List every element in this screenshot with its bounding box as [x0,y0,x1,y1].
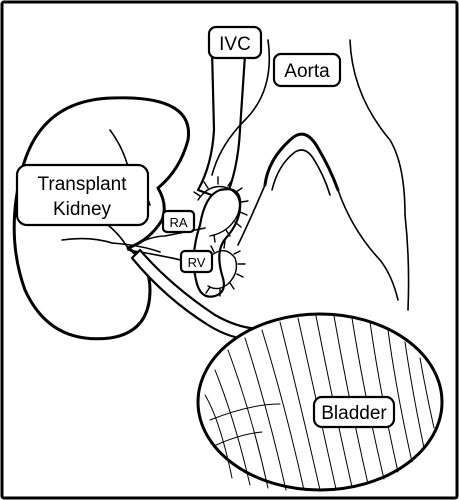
label-renal-artery: RA [161,209,196,234]
label-aorta-text: Aorta [284,61,330,82]
label-renal-vein: RV [179,249,214,274]
iliac-vessel [192,188,242,298]
label-kidney-line2: Kidney [53,199,112,220]
aorta-vessel [211,39,410,311]
label-ivc: IVC [207,25,263,60]
label-bladder: Bladder [312,395,396,429]
label-transplant-kidney: Transplant Kidney [15,163,150,227]
label-ra-text: RA [169,215,187,230]
label-kidney-line1: Transplant [37,174,127,195]
label-bladder-text: Bladder [321,403,387,424]
label-aorta: Aorta [272,52,342,88]
label-rv-text: RV [188,255,206,270]
label-ivc-text: IVC [219,34,251,55]
ivc-vessel [196,48,247,202]
anastomosis-sutures [193,176,299,361]
